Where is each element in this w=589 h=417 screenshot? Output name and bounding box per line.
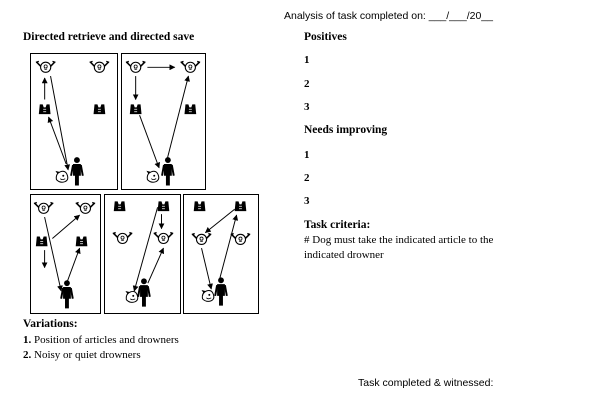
life-jacket-icon [129, 104, 142, 115]
diagram-panel-4 [104, 194, 181, 314]
arrow-icon [65, 247, 81, 286]
swimmer-icon [125, 60, 147, 74]
dog-icon [201, 289, 215, 302]
diagram-panel-2 [121, 53, 206, 190]
handler-icon [60, 279, 74, 310]
positive-item-3: 3 [304, 101, 310, 113]
life-jacket-icon [113, 201, 126, 212]
arrow-icon [201, 248, 213, 290]
arrow-icon [204, 208, 235, 233]
variations-heading: Variations: [23, 318, 78, 330]
life-jacket-icon [38, 104, 51, 115]
arrow-icon [218, 214, 239, 282]
life-jacket-icon [157, 201, 170, 212]
positive-item-1: 1 [304, 54, 310, 66]
diagram-title: Directed retrieve and directed save [23, 31, 195, 43]
diagram-panel-1 [30, 53, 118, 190]
task-criteria-line-1: # Dog must take the indicated article to… [304, 234, 494, 246]
arrow-icon [50, 75, 71, 171]
needs-item-1: 1 [304, 149, 310, 161]
arrow-icon [166, 75, 190, 161]
handler-icon [214, 276, 228, 307]
task-criteria-heading: Task criteria: [304, 219, 371, 231]
swimmer-icon [88, 60, 110, 74]
arrow-icon [47, 116, 67, 165]
variation-item-1: 1. Position of articles and drowners [23, 334, 179, 346]
variation-item-2: 2. Noisy or quiet drowners [23, 349, 141, 361]
arrow-icon [52, 214, 81, 239]
needs-item-3: 3 [304, 195, 310, 207]
diagram-panel-5 [183, 194, 259, 314]
swimmer-icon [191, 232, 213, 246]
swimmer-icon [35, 60, 57, 74]
needs-improving-heading: Needs improving [304, 124, 388, 136]
dog-icon [124, 290, 139, 303]
dog-icon [54, 170, 69, 183]
life-jacket-icon [184, 104, 197, 115]
task-criteria-line-2: indicated drowner [304, 249, 384, 261]
diagram-panel-3 [30, 194, 101, 314]
life-jacket-icon [35, 236, 48, 247]
positives-heading: Positives [304, 31, 347, 43]
positive-item-2: 2 [304, 78, 310, 90]
swimmer-icon [179, 60, 201, 74]
needs-item-2: 2 [304, 172, 310, 184]
witnessed-line: Task completed & witnessed: [358, 377, 494, 389]
arrow-icon [139, 114, 161, 169]
arrow-icon [132, 207, 159, 292]
handler-icon [161, 156, 175, 187]
arrow-icon [44, 216, 63, 292]
analysis-date-line: Analysis of task completed on: ___/___/2… [284, 10, 493, 22]
arrow-icon [147, 247, 164, 284]
handler-icon [70, 156, 84, 187]
swimmer-icon [74, 201, 96, 215]
dog-icon [145, 170, 160, 183]
swimmer-icon [152, 231, 174, 245]
life-jacket-icon [75, 236, 88, 247]
swimmer-icon [112, 231, 134, 245]
swimmer-icon [33, 201, 55, 215]
life-jacket-icon [193, 201, 206, 212]
swimmer-icon [229, 232, 251, 246]
life-jacket-icon [93, 104, 106, 115]
life-jacket-icon [234, 201, 247, 212]
